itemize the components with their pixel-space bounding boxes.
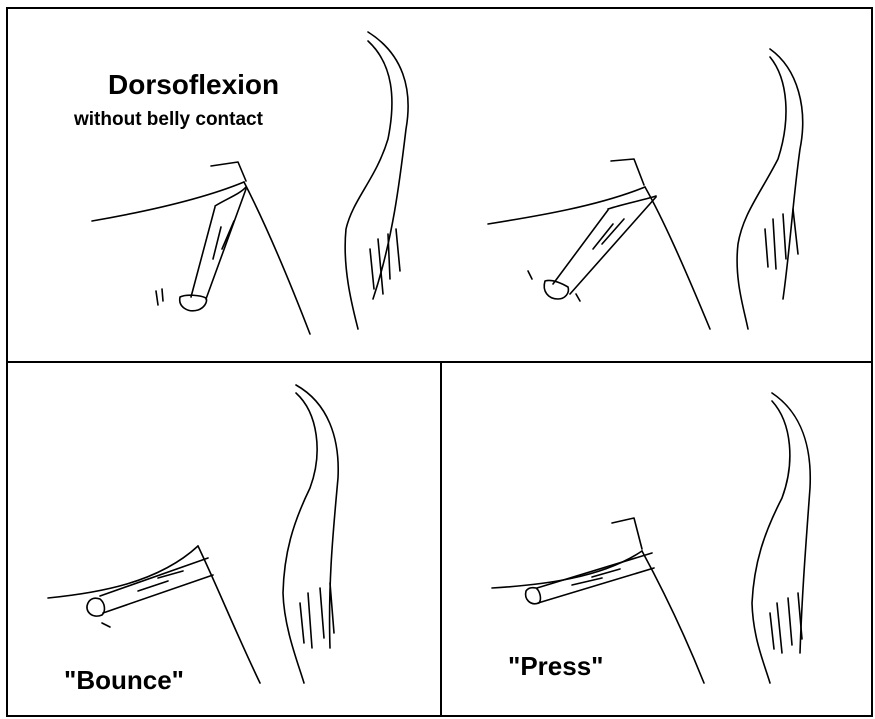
tail-inner xyxy=(737,57,786,329)
horse-sketch-left xyxy=(92,32,408,334)
horse-sketch-right xyxy=(488,49,803,329)
bounce-drawing xyxy=(8,363,444,719)
motion-mark xyxy=(156,289,163,305)
penis-tip xyxy=(180,295,207,311)
tail-hair xyxy=(370,229,400,294)
horse-sketch-press xyxy=(492,393,810,683)
horse-sketch-bounce xyxy=(48,385,338,683)
penis-shaft xyxy=(191,189,246,299)
panel-dorsoflexion: Dorsoflexion without belly contact xyxy=(6,7,873,363)
penis-tip xyxy=(87,598,105,616)
penis-tip xyxy=(526,588,541,604)
penis-shaft xyxy=(537,553,654,603)
press-drawing xyxy=(442,363,875,719)
tail-hair xyxy=(770,593,802,653)
tail-hair xyxy=(765,209,798,269)
flank-line xyxy=(211,162,246,181)
panel-press: "Press" xyxy=(440,361,873,717)
motion-mark xyxy=(528,271,580,301)
hind-leg-front xyxy=(198,546,260,683)
hind-leg-front xyxy=(642,551,704,683)
motion-mark xyxy=(102,623,110,627)
flank-line xyxy=(612,518,642,549)
hind-leg-front xyxy=(645,187,710,329)
belly-line xyxy=(48,546,198,598)
penis-shaft xyxy=(553,197,656,294)
panel-bounce: "Bounce" xyxy=(6,361,442,717)
penis-tip xyxy=(544,280,568,299)
tail-inner xyxy=(752,401,790,683)
tail-inner xyxy=(345,41,392,329)
hind-leg-front xyxy=(244,182,310,334)
dorsoflexion-drawing xyxy=(8,9,875,365)
shaft-detail xyxy=(213,221,234,259)
flank-line xyxy=(611,159,644,185)
